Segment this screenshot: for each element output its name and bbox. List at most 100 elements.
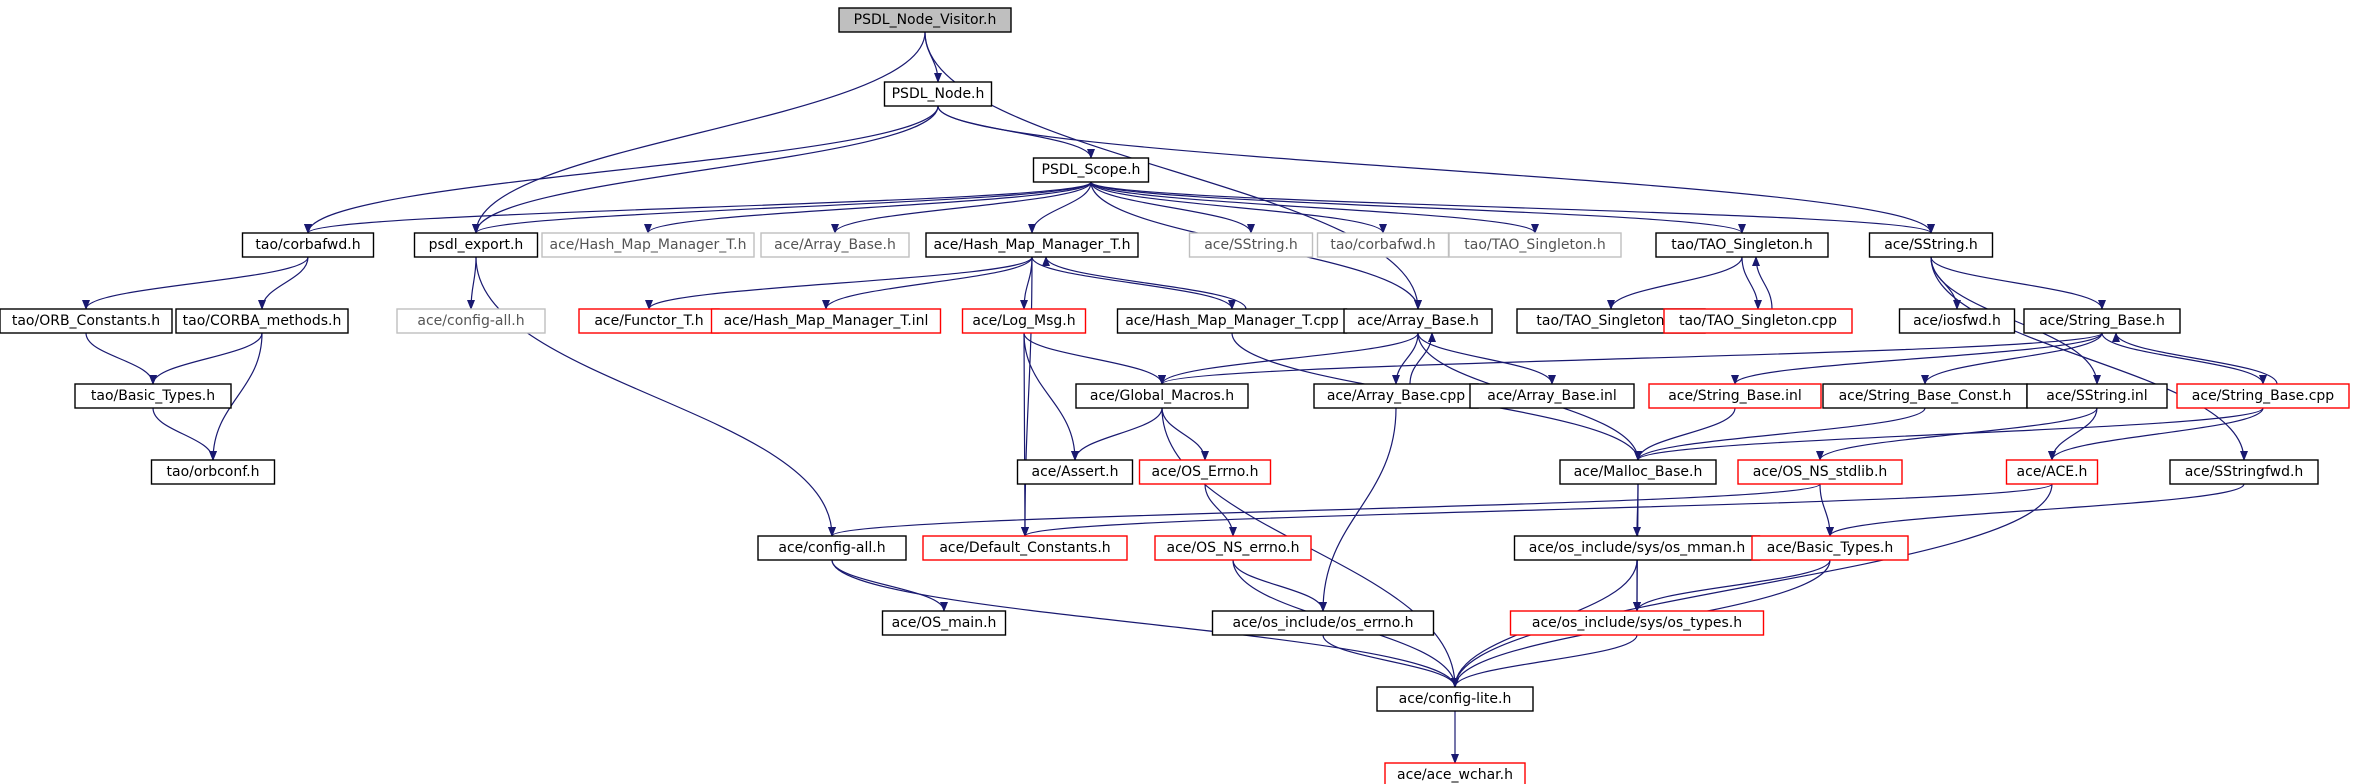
node-string-base-inl[interactable]: ace/String_Base.inl — [1648, 383, 1822, 409]
node-label: ace/SStringfwd.h — [2185, 464, 2304, 480]
include-edge-global_macros-to-os_errno — [1161, 407, 1209, 461]
node-box — [1075, 383, 1249, 409]
edge-line — [924, 31, 1422, 310]
node-log-msg[interactable]: ace/Log_Msg.h — [961, 308, 1087, 334]
include-edge-tao_singleton-to-tao_singleton_inl — [1607, 256, 1743, 310]
node-scope[interactable]: PSDL_Scope.h — [1032, 157, 1150, 183]
node-os-main[interactable]: ace/OS_main.h — [881, 610, 1007, 636]
include-edge-string_base-to-string_base_inl — [1731, 332, 2103, 385]
node-config-all[interactable]: ace/config-all.h — [757, 535, 907, 561]
node-hmm-cpp[interactable]: ace/Hash_Map_Manager_T.cpp — [1116, 308, 1348, 334]
node-config-all-gray[interactable]: ace/config-all.h — [396, 308, 546, 334]
node-string-base[interactable]: ace/String_Base.h — [2023, 308, 2181, 334]
node-orb-constants[interactable]: tao/ORB_Constants.h — [0, 308, 173, 334]
node-box — [1898, 308, 2016, 334]
edge-line — [475, 256, 836, 537]
include-edge-hmm-to-functor — [645, 256, 1033, 310]
edge-line — [2101, 332, 2267, 385]
include-edge-log_msg-to-default_constants — [1020, 332, 1029, 537]
node-string-base-const[interactable]: ace/String_Base_Const.h — [1822, 383, 2028, 409]
edge-line — [1204, 483, 1237, 537]
node-ace-wchar[interactable]: ace/ace_wchar.h — [1384, 762, 1526, 784]
node-psdl-export[interactable]: psdl_export.h — [413, 232, 539, 258]
node-sstringfwd[interactable]: ace/SStringfwd.h — [2169, 459, 2319, 485]
node-array-base[interactable]: ace/Array_Base.h — [1343, 308, 1493, 334]
node-functor[interactable]: ace/Functor_T.h — [578, 308, 720, 334]
node-array-base-cpp[interactable]: ace/Array_Base.cpp — [1313, 383, 1479, 409]
node-label: ace/SString.h — [1204, 237, 1298, 253]
edge-line — [209, 332, 263, 461]
edge-line — [828, 483, 1821, 537]
node-basic-types-ace[interactable]: ace/Basic_Types.h — [1751, 535, 1909, 561]
node-arraybase-gray[interactable]: ace/Array_Base.h — [760, 232, 910, 258]
edge-line — [1930, 256, 2106, 310]
node-box — [1737, 459, 1903, 485]
node-label: ace/config-all.h — [778, 540, 885, 556]
node-label: ace/Global_Macros.h — [1090, 388, 1234, 404]
node-ace-h[interactable]: ace/ACE.h — [2005, 459, 2099, 485]
node-box — [1648, 383, 1822, 409]
edge-line — [1634, 407, 2264, 461]
node-corbafwd-gray[interactable]: tao/corbafwd.h — [1316, 232, 1450, 258]
edge-line — [645, 256, 1033, 310]
edge-line — [1819, 483, 1834, 537]
node-sstring-inl[interactable]: ace/SString.inl — [2026, 383, 2168, 409]
node-label: ace/os_include/sys/os_mman.h — [1529, 540, 1745, 556]
include-edge-sstring_inl-to-os_ns_stdlib — [1816, 407, 2098, 461]
include-edge-psdl_export-to-config_all — [475, 256, 836, 537]
include-edge-psdl_export-to-config_all_gray — [467, 256, 477, 310]
node-default-constants[interactable]: ace/Default_Constants.h — [922, 535, 1128, 561]
node-box — [2176, 383, 2350, 409]
node-sstring-gray[interactable]: ace/SString.h — [1188, 232, 1314, 258]
node-label: ace/SString.h — [1884, 237, 1978, 253]
edge-line — [1451, 483, 2053, 688]
node-basic-types-tao[interactable]: tao/Basic_Types.h — [74, 383, 232, 409]
node-malloc-base[interactable]: ace/Malloc_Base.h — [1559, 459, 1717, 485]
node-iosfwd[interactable]: ace/iosfwd.h — [1898, 308, 2016, 334]
node-config-lite[interactable]: ace/config-lite.h — [1376, 686, 1534, 712]
node-label: PSDL_Scope.h — [1042, 162, 1141, 178]
include-edge-string_base_cpp-to-ace_h — [2048, 407, 2264, 461]
edge-line — [1020, 256, 1033, 310]
edge-line — [1023, 332, 1079, 461]
node-os-ns-errno[interactable]: ace/OS_NS_errno.h — [1154, 535, 1312, 561]
node-hmm-inl[interactable]: ace/Hash_Map_Manager_T.inl — [710, 308, 942, 334]
node-label: ace/os_include/sys/os_types.h — [1532, 615, 1742, 631]
node-label: ace/Basic_Types.h — [1767, 540, 1893, 556]
node-orbconf[interactable]: tao/orbconf.h — [150, 459, 276, 485]
node-os-errno-inc[interactable]: ace/os_include/os_errno.h — [1211, 610, 1435, 636]
include-edge-corbafwd-to-orb_constants — [82, 256, 309, 310]
node-hmm[interactable]: ace/Hash_Map_Manager_T.h — [925, 232, 1139, 258]
node-tao-singleton-gray[interactable]: tao/TAO_Singleton.h — [1448, 232, 1622, 258]
node-array-base-inl[interactable]: ace/Array_Base.inl — [1469, 383, 1635, 409]
edge-line — [467, 256, 477, 310]
node-corbafwd[interactable]: tao/corbafwd.h — [241, 232, 375, 258]
node-box — [1211, 610, 1435, 636]
edge-line — [472, 181, 1092, 234]
node-box — [922, 535, 1128, 561]
node-sstring[interactable]: ace/SString.h — [1868, 232, 1994, 258]
node-os-errno[interactable]: ace/OS_Errno.h — [1138, 459, 1272, 485]
node-os-ns-stdlib[interactable]: ace/OS_NS_stdlib.h — [1737, 459, 1903, 485]
include-edge-array_base-to-array_base_cpp — [1392, 332, 1419, 385]
node-tao-singleton-cpp[interactable]: tao/TAO_Singleton.cpp — [1663, 308, 1853, 334]
node-os-types[interactable]: ace/os_include/sys/os_types.h — [1509, 610, 1765, 636]
edge-line — [1071, 407, 1163, 461]
include-edge-global_macros-to-assert — [1071, 407, 1163, 461]
node-os-mman[interactable]: ace/os_include/sys/os_mman.h — [1513, 535, 1761, 561]
include-edge-string_base-to-string_base_cpp — [2101, 332, 2267, 385]
include-edge-log_msg-to-assert — [1023, 332, 1079, 461]
include-edge-node-to-corbafwd — [304, 105, 939, 234]
edge-line — [1021, 256, 1033, 537]
node-tao-singleton[interactable]: tao/TAO_Singleton.h — [1655, 232, 1829, 258]
node-label: PSDL_Node_Visitor.h — [854, 12, 997, 28]
node-node[interactable]: PSDL_Node.h — [883, 81, 993, 107]
edge-line — [2048, 407, 2264, 461]
node-global-macros[interactable]: ace/Global_Macros.h — [1075, 383, 1249, 409]
node-label: ace/Hash_Map_Manager_T.h — [549, 237, 746, 253]
edge-line — [1232, 559, 1327, 612]
node-string-base-cpp[interactable]: ace/String_Base.cpp — [2176, 383, 2350, 409]
node-hmm-gray[interactable]: ace/Hash_Map_Manager_T.h — [541, 232, 755, 258]
node-corba-methods[interactable]: tao/CORBA_methods.h — [175, 308, 349, 334]
node-assert[interactable]: ace/Assert.h — [1016, 459, 1134, 485]
